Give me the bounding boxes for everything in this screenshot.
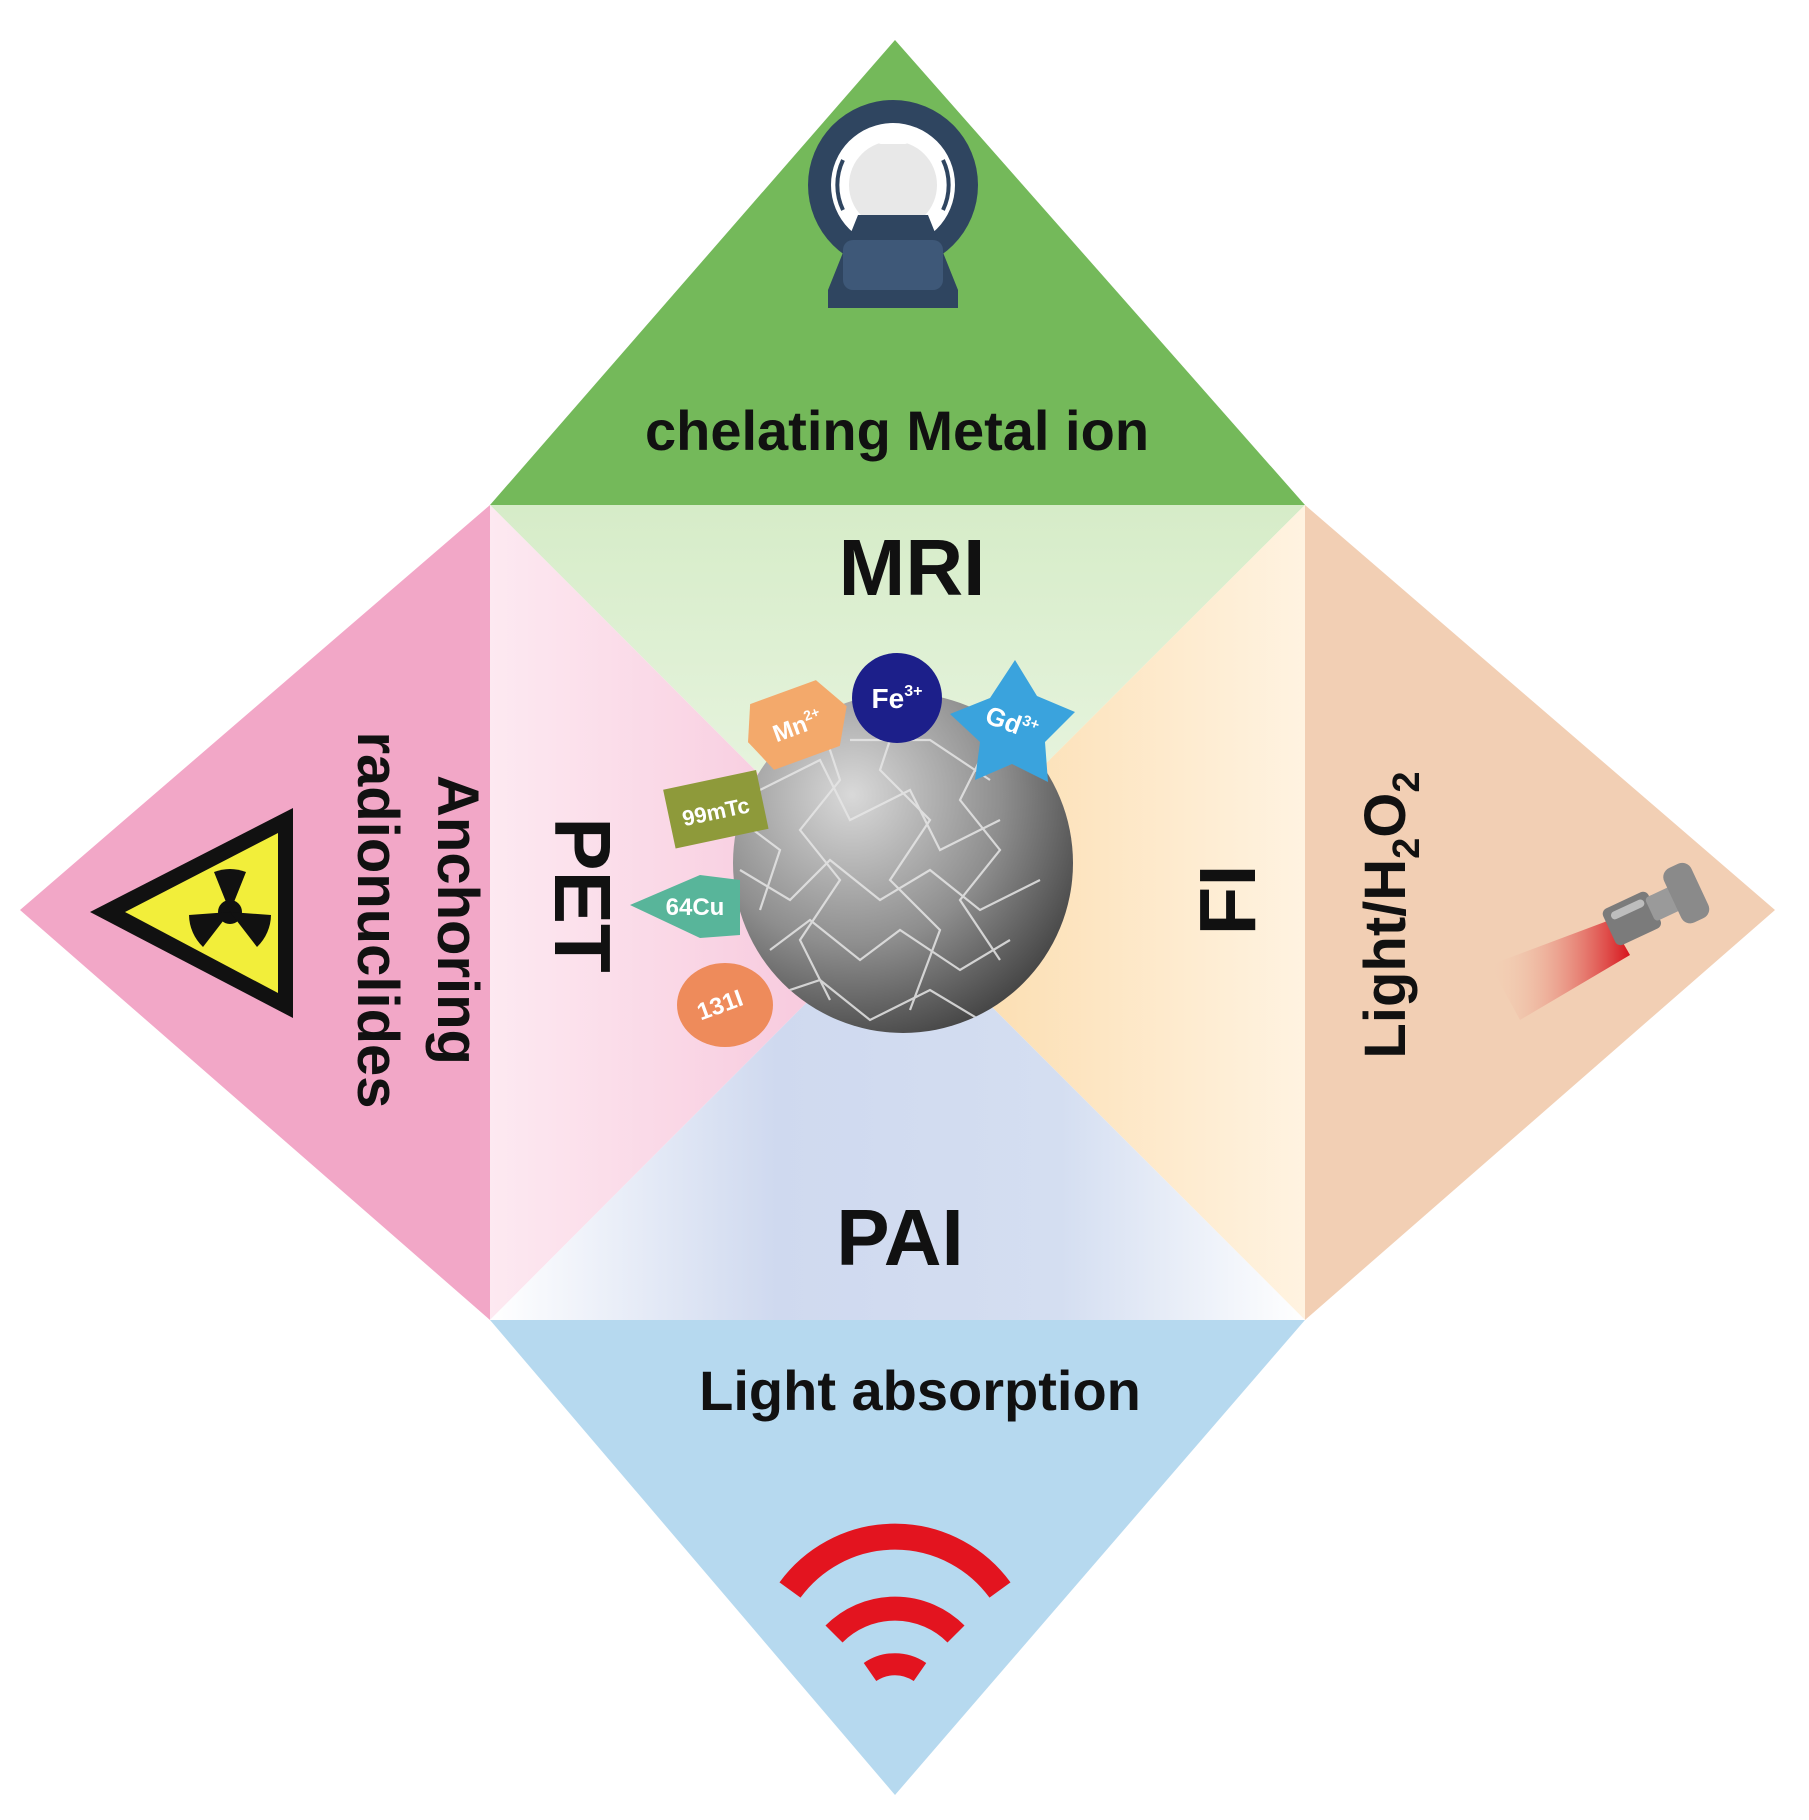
- top-mechanism-label: chelating Metal ion: [645, 399, 1149, 462]
- nanoparticle-icon: [733, 693, 1073, 1033]
- ion-badge-fe: Fe3+: [852, 653, 942, 743]
- left-mechanism-label-line2: radionuclides: [345, 731, 410, 1108]
- fi-inner-panel: [897, 505, 1305, 1320]
- svg-text:Fe3+: Fe3+: [872, 683, 923, 714]
- mri-scanner-icon: [808, 100, 978, 308]
- svg-text:64Cu: 64Cu: [666, 894, 725, 921]
- radiation-hazard-icon: [90, 808, 293, 1018]
- bottom-mechanism-triangle: [490, 1320, 1305, 1795]
- fi-modality-label: FI: [1183, 864, 1272, 935]
- laser-light-icon: [1490, 862, 1710, 1020]
- mri-modality-label: MRI: [839, 523, 986, 612]
- signal-waves-icon: [779, 1523, 1011, 1682]
- pet-modality-label: PET: [538, 817, 627, 973]
- bottom-mechanism-label: Light absorption: [699, 1359, 1141, 1422]
- right-mechanism-triangle: [1305, 505, 1775, 1320]
- ion-badge-i: 131I: [677, 963, 773, 1047]
- pai-modality-label: PAI: [836, 1193, 963, 1282]
- ion-badge-mn: Mn2+: [748, 680, 847, 770]
- ion-badge-gd: Gd3+: [950, 660, 1075, 782]
- right-mechanism-label: Light/H2O2: [1353, 771, 1428, 1058]
- left-mechanism-label-line1: Anchoring: [425, 775, 490, 1065]
- ion-badge-cu: 64Cu: [630, 875, 740, 938]
- ion-badge-tc: 99mTc: [663, 770, 769, 849]
- pai-inner-panel: [490, 912, 1305, 1320]
